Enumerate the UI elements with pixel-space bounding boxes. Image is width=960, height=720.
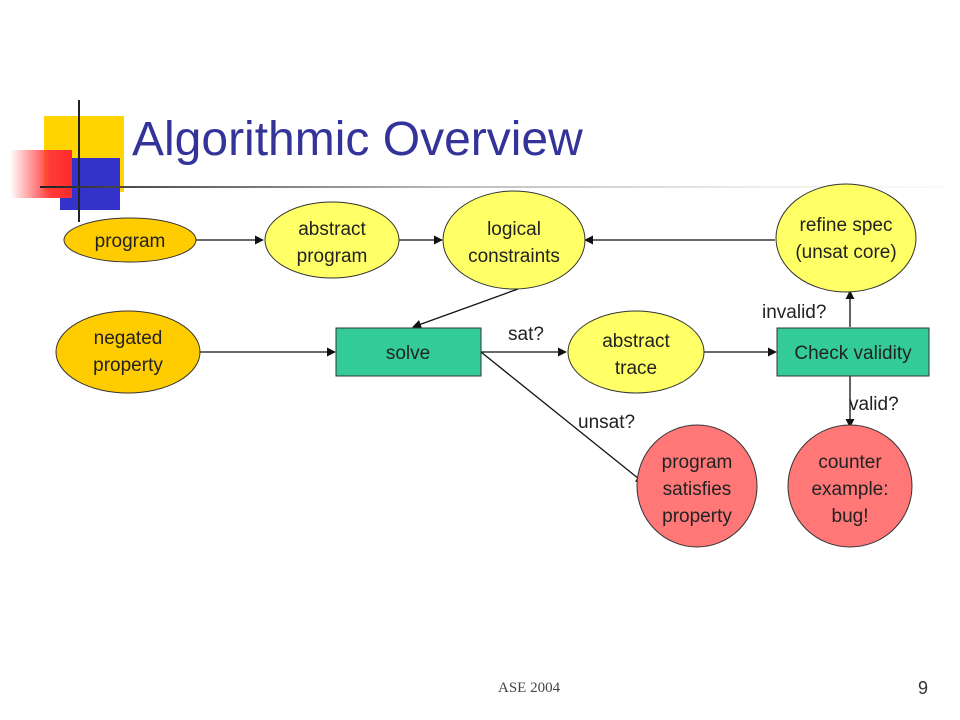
node-negated-property: negated property xyxy=(55,310,201,394)
node-shape xyxy=(636,424,758,548)
slide-footer: ASE 2004 xyxy=(498,680,561,696)
node-label-line: property xyxy=(93,355,163,376)
node-label: abstract program xyxy=(297,219,368,267)
node-label: abstract trace xyxy=(602,331,670,379)
node-label-line: program xyxy=(95,231,166,252)
node-label-line: trace xyxy=(615,358,657,379)
edge-label-unsat: unsat? xyxy=(578,412,635,433)
node-label-line: property xyxy=(662,506,732,527)
node-label: program satisfies property xyxy=(662,452,733,527)
node-label: counter example: bug! xyxy=(811,452,888,527)
decor-vertical-line xyxy=(78,100,80,222)
edge-label-valid: valid? xyxy=(849,394,899,415)
decor-red-square xyxy=(10,150,72,198)
node-check-validity: Check validity xyxy=(776,327,930,377)
node-label-line: solve xyxy=(386,343,430,364)
node-label-line: negated xyxy=(94,328,163,349)
node-label-line: logical xyxy=(487,219,541,240)
node-solve: solve xyxy=(335,327,482,377)
node-label: refine spec (unsat core) xyxy=(795,215,896,263)
edge-solve-to-program-satisfies xyxy=(480,351,645,484)
node-label-line: bug! xyxy=(832,506,869,527)
edges xyxy=(196,235,855,484)
node-label-line: example: xyxy=(811,479,888,500)
node-abstract-trace: abstract trace xyxy=(567,310,705,394)
node-label: logical constraints xyxy=(468,219,560,267)
node-label-line: (unsat core) xyxy=(795,242,896,263)
node-shape xyxy=(335,327,482,377)
node-shape xyxy=(55,310,201,394)
decor-horizontal-line xyxy=(40,186,946,188)
node-label-line: abstract xyxy=(602,331,670,352)
node-shape xyxy=(776,327,930,377)
node-label-line: abstract xyxy=(298,219,366,240)
node-shape xyxy=(567,310,705,394)
node-label: program xyxy=(95,231,166,252)
node-label-line: refine spec xyxy=(800,215,893,236)
node-refine-spec: refine spec (unsat core) xyxy=(775,183,917,293)
node-label-line: constraints xyxy=(468,246,560,267)
node-label: Check validity xyxy=(794,343,912,364)
slide-title: Algorithmic Overview xyxy=(132,113,583,166)
page-number: 9 xyxy=(918,678,929,698)
node-shape xyxy=(442,190,586,290)
node-label: solve xyxy=(386,343,430,364)
node-label-line: program xyxy=(662,452,733,473)
node-logical-constraints: logical constraints xyxy=(442,190,586,290)
node-program: program xyxy=(63,217,197,263)
node-label-line: Check validity xyxy=(794,343,912,364)
node-shape xyxy=(787,424,913,548)
node-counter-example: counter example: bug! xyxy=(787,424,913,548)
node-shape xyxy=(775,183,917,293)
node-label-line: satisfies xyxy=(663,479,732,500)
node-program-satisfies-property: program satisfies property xyxy=(636,424,758,548)
edge-label-sat: sat? xyxy=(508,324,544,345)
node-abstract-program: abstract program xyxy=(264,201,400,279)
node-label-line: counter xyxy=(818,452,882,473)
node-shape xyxy=(264,201,400,279)
edge-label-invalid: invalid? xyxy=(762,302,826,323)
node-label: negated property xyxy=(93,328,163,376)
node-shape xyxy=(63,217,197,263)
node-label-line: program xyxy=(297,246,368,267)
edge-logical-constraints-to-solve xyxy=(412,288,519,329)
